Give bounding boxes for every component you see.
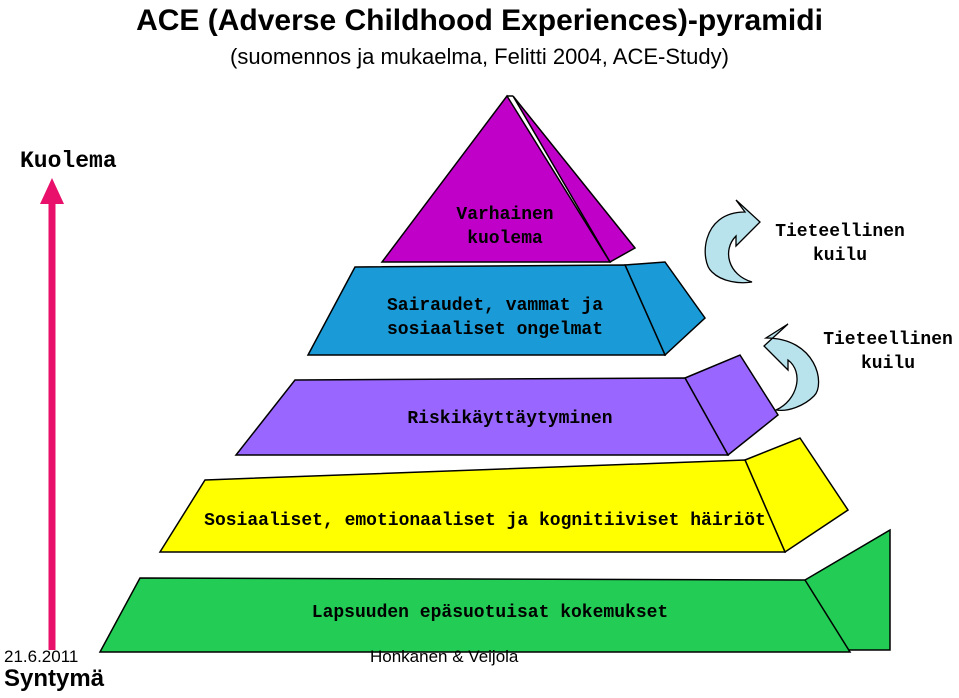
axis-bottom-label: Syntymä [4, 665, 105, 692]
level-1-front [380, 94, 612, 263]
life-axis-arrowhead [40, 178, 64, 204]
level-4-line1: Sosiaaliset, emotionaaliset ja kognitiiv… [204, 511, 766, 531]
gap-arrow-1 [704, 199, 761, 284]
level-4-label: Sosiaaliset, emotionaaliset ja kognitiiv… [170, 509, 800, 533]
page-subtitle: (suomennos ja mukaelma, Felitti 2004, AC… [230, 44, 729, 69]
level-3-label: Riskikäyttäytyminen [300, 407, 720, 431]
level-3-line1: Riskikäyttäytyminen [407, 409, 613, 429]
level-5-line1: Lapsuuden epäsuotuisat kokemukset [311, 603, 669, 623]
gap-1-line2: kuilu [812, 246, 867, 266]
level-2-label: Sairaudet, vammat ja sosiaaliset ongelma… [330, 294, 660, 342]
level-2-front [306, 264, 667, 356]
level-1-line2: kuolema [467, 229, 543, 249]
level-5-label: Lapsuuden epäsuotuisat kokemukset [220, 601, 760, 625]
level-2-line2: sosiaaliset ongelmat [386, 320, 604, 340]
level-4-front [158, 459, 787, 553]
gap-arrow-2 [763, 323, 820, 412]
gap-2-line1: Tieteellinen [823, 330, 953, 350]
level-2-line1: Sairaudet, vammat ja [386, 296, 604, 316]
level-3-front [234, 377, 730, 456]
gap-1-label: Tieteellinen kuilu [760, 220, 920, 268]
level-1-line1: Varhainen [456, 205, 554, 225]
axis-top-label: Kuolema [20, 148, 117, 174]
footer-authors: Honkanen & Veijola [370, 647, 519, 666]
page-title: ACE (Adverse Childhood Experiences)-pyra… [136, 4, 823, 37]
gap-1-line1: Tieteellinen [775, 222, 905, 242]
level-5-front [98, 577, 852, 653]
gap-2-label: Tieteellinen kuilu [818, 328, 958, 376]
gap-2-line2: kuilu [860, 354, 915, 374]
level-1-side [512, 95, 637, 264]
level-1-label: Varhainen kuolema [410, 203, 600, 251]
footer-date: 21.6.2011 [4, 647, 79, 666]
